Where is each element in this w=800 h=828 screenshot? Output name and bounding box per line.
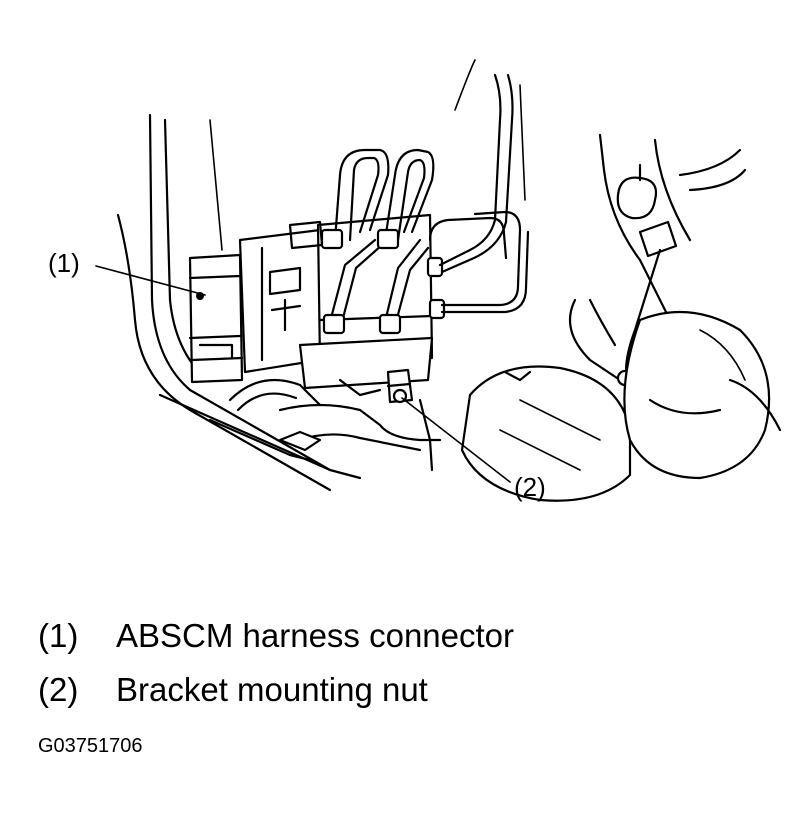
legend-number: (2) xyxy=(38,671,79,708)
legend-item-1: (1) ABSCM harness connector xyxy=(38,616,514,656)
legend-item-2: (2) Bracket mounting nut xyxy=(38,670,428,710)
callout-label-2: (2) xyxy=(514,472,546,502)
brake-pipes xyxy=(320,148,446,335)
callout-1-leader xyxy=(95,265,206,296)
harness-connector xyxy=(188,253,244,384)
canister xyxy=(460,365,632,502)
abs-unit-illustration xyxy=(95,59,782,502)
callout-2-leader xyxy=(401,397,511,483)
hydraulic-unit-body xyxy=(238,213,434,397)
mounting-bracket xyxy=(208,378,442,472)
round-housing xyxy=(623,310,782,480)
figure-id: G03751706 xyxy=(38,735,143,757)
legend-number: (1) xyxy=(38,617,79,654)
legend-text: Bracket mounting nut xyxy=(116,671,428,708)
legend-text: ABSCM harness connector xyxy=(116,617,515,654)
right-brake-lines xyxy=(428,59,530,314)
bracket-mounting-nut xyxy=(386,368,414,404)
callout-label-1: (1) xyxy=(48,248,80,278)
